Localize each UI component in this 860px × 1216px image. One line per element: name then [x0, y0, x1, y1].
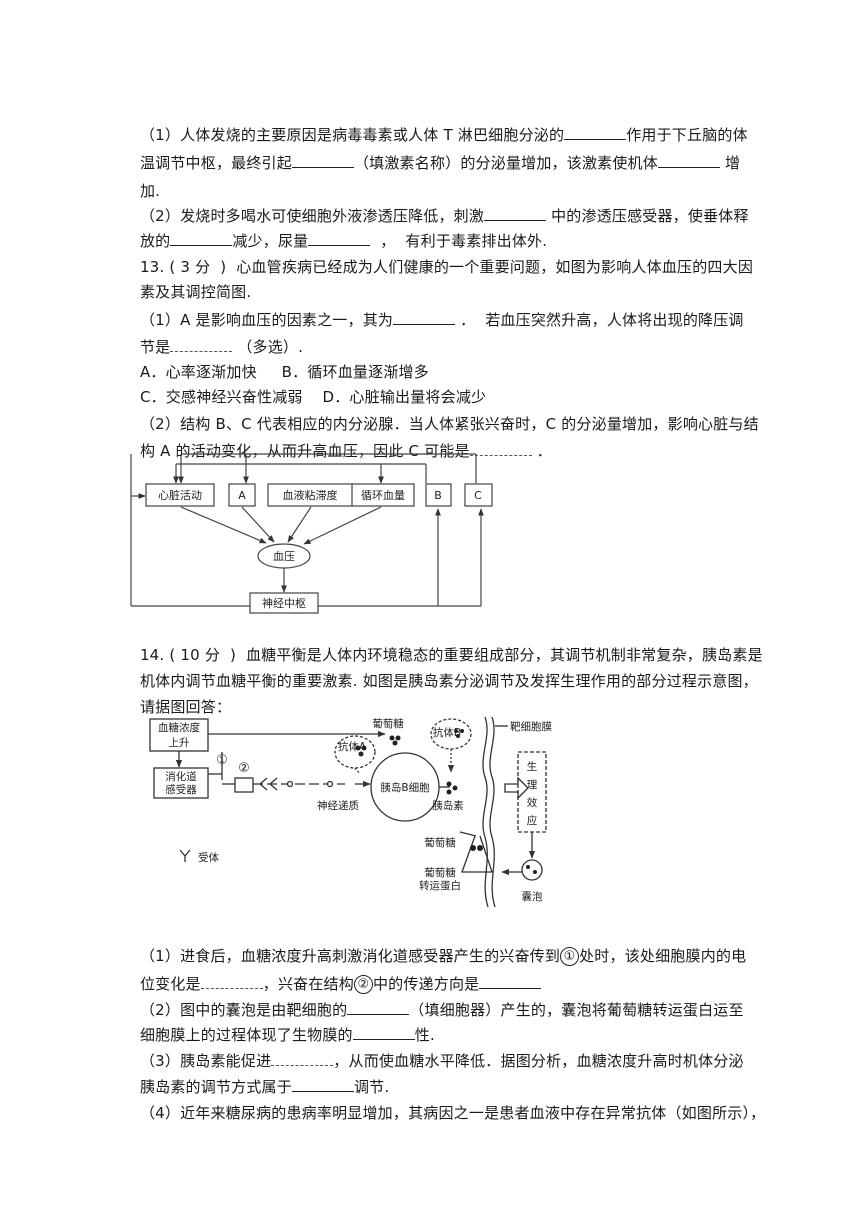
a-box — [228, 483, 256, 507]
volume-label: 循环血量 — [361, 488, 405, 502]
blank-14[interactable] — [271, 1051, 334, 1066]
nerve-center-box — [249, 592, 319, 614]
effect-char-3: 效 — [527, 796, 538, 809]
q13-part1-line1: （1）A 是影响血压的因素之一，其为 ． 若血压突然升高，人体将出现的降压调 — [139, 310, 744, 329]
heart-activity-box — [145, 483, 215, 507]
q12-line-2: 温调节中枢，最终引起（填激素名称）的分泌量增加，该激素使机体 增 — [139, 153, 741, 172]
antibody-b-label: 抗体B — [433, 726, 461, 739]
blank-1[interactable] — [564, 125, 627, 140]
glucose-rise-label-1: 血糖浓度 — [158, 721, 200, 734]
q14-heading-3: 请据图回答： — [139, 698, 232, 716]
circled-2-icon: ② — [353, 975, 373, 994]
c-box — [464, 483, 493, 507]
marker-2: ② — [238, 761, 250, 776]
q12-line-1: （1）人体发烧的主要原因是病毒毒素或人体 T 淋巴细胞分泌的作用于下丘脑的体 — [139, 125, 748, 144]
transporter-label-2: 转运蛋白 — [419, 879, 461, 892]
c-label: C — [474, 489, 482, 502]
blood-pressure-ellipse — [257, 543, 311, 569]
transporter-label-1: 葡萄糖 — [424, 866, 456, 879]
q13-part2-line2: 构 A 的活动变化，从而升高血压，因此 C 可能是 ． — [139, 441, 552, 460]
a-label: A — [238, 489, 246, 502]
blank-5[interactable] — [170, 231, 233, 246]
blank-13[interactable] — [352, 1025, 415, 1040]
receptor-legend-label: 受体 — [198, 852, 219, 864]
q12-line-3: 加. — [139, 182, 161, 200]
vesicle-label: 囊泡 — [522, 890, 543, 903]
blank-9[interactable] — [469, 441, 532, 456]
q14-heading-2: 机体内调节血糖平衡的重要激素. 如图是胰岛素分泌调节及发挥生理作用的部分过程示意… — [139, 672, 758, 690]
q12-line-4: （2）发烧时多喝水可使细胞外液渗透压降低，刺激 中的渗透压感受器，使垂体释 — [139, 206, 749, 225]
insulin-label: 胰岛素 — [432, 799, 464, 812]
q14-part3-line1: （3）胰岛素能促进，从而使血糖水平降低．据图分析，血糖浓度升高时机体分泌 — [139, 1051, 744, 1070]
q13-options-ab: A．心率逐渐加快 B．循环血量逐渐增多 — [139, 363, 429, 381]
blank-2[interactable] — [291, 153, 354, 168]
q12-line-5: 放的减少，尿量 ， 有利于毒素排出体外. — [139, 231, 548, 250]
blood-pressure-diagram: 心脏活动 A 血液粘滞度 循环血量 B C 血压 神经中枢 — [130, 453, 493, 614]
insulin-diagram: 血糖浓度 上升 消化道 感受器 ① ② 葡萄糖 抗体A 抗体B 靶细胞膜 胰岛B… — [149, 716, 552, 908]
blank-6[interactable] — [308, 231, 371, 246]
q14-part4-line1: （4）近年来糖尿病的患病率明显增加，其病因之一是患者血液中存在异常抗体（如图所示… — [139, 1104, 766, 1122]
nerve-center-label: 神经中枢 — [262, 596, 306, 610]
neurotransmitter-label: 神经递质 — [317, 799, 359, 812]
glucose-top-label: 葡萄糖 — [372, 717, 404, 730]
b-label: B — [434, 489, 442, 502]
blank-15[interactable] — [291, 1077, 354, 1092]
circulating-volume-box — [351, 483, 415, 507]
blank-11[interactable] — [479, 974, 542, 989]
blank-7[interactable] — [393, 310, 456, 325]
viscosity-label: 血液粘滞度 — [283, 488, 338, 502]
receptor-label-2: 感受器 — [165, 783, 197, 796]
heart-activity-label: 心脏活动 — [158, 489, 202, 502]
b-box — [425, 483, 452, 507]
q13-options-cd: C．交感神经兴奋性减弱 D．心脏输出量将会减少 — [139, 388, 487, 406]
islet-cell-label: 胰岛B细胞 — [380, 781, 430, 794]
q13-part1-line2: 节是 （多选）. — [139, 337, 304, 356]
digestive-receptor-box — [153, 767, 209, 799]
receptor-label-1: 消化道 — [165, 770, 197, 783]
circled-1-icon: ① — [560, 947, 580, 966]
glucose-low-label: 葡萄糖 — [424, 836, 456, 849]
antibody-a-label: 抗体A — [338, 740, 367, 753]
blank-4[interactable] — [484, 206, 547, 221]
q14-part3-line2: 胰岛素的调节方式属于调节. — [139, 1077, 390, 1096]
blank-8[interactable] — [170, 337, 233, 352]
q13-heading: 13. ( 3 分 ) 心血管疾病已经成为人们健康的一个重要问题，如图为影响人体… — [139, 258, 754, 276]
blank-10[interactable] — [200, 974, 263, 989]
q14-part2-line2: 细胞膜上的过程体现了生物膜的性. — [139, 1025, 435, 1044]
blank-3[interactable] — [657, 153, 720, 168]
q13-part2-line1: （2）结构 B、C 代表相应的内分泌腺．当人体紧张兴奋时，C 的分泌量增加，影响… — [139, 415, 759, 433]
glucose-rise-label-2: 上升 — [169, 737, 190, 749]
target-membrane-label: 靶细胞膜 — [510, 720, 552, 733]
bp-label: 血压 — [273, 549, 295, 563]
blank-12[interactable] — [347, 1000, 410, 1015]
effect-char-1: 生 — [527, 760, 538, 773]
q14-heading: 14. ( 10 分 ) 血糖平衡是人体内环境稳态的重要组成部分，其调节机制非常… — [139, 646, 763, 664]
effect-char-2: 理 — [527, 779, 538, 791]
effect-char-4: 应 — [527, 814, 538, 827]
vesicle-icon — [521, 859, 543, 881]
q13-heading-2: 素及其调控简图. — [139, 283, 252, 301]
marker-1: ① — [216, 753, 228, 768]
q14-part2-line1: （2）图中的囊泡是由靶细胞的（填细胞器）产生的，囊泡将葡萄糖转运蛋白运至 — [139, 1000, 744, 1019]
